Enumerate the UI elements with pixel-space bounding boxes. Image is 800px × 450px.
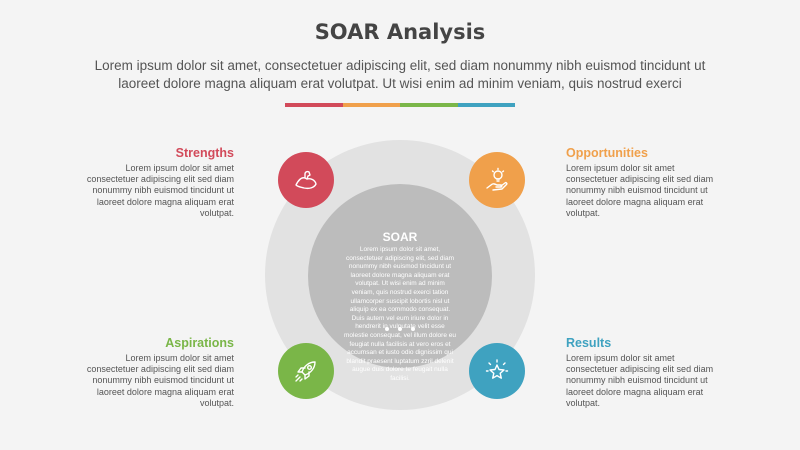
- ellipsis-dots: [385, 327, 415, 331]
- results-node: [469, 343, 525, 399]
- opportunities-description: Lorem ipsum dolor sit amet consectetuer …: [566, 163, 714, 218]
- strengths-heading: Strengths: [175, 146, 234, 160]
- divider-segment: [285, 103, 343, 107]
- inner-circle: [308, 184, 492, 368]
- divider-segment: [457, 103, 515, 107]
- hand-lightbulb-icon: [486, 167, 508, 191]
- results-description: Lorem ipsum dolor sit amet consectetuer …: [566, 353, 714, 408]
- aspirations-description: Lorem ipsum dolor sit amet consectetuer …: [86, 353, 234, 408]
- aspirations-node: [278, 343, 334, 399]
- color-divider: [285, 103, 515, 107]
- divider-segment: [342, 103, 400, 107]
- opportunities-heading: Opportunities: [566, 146, 648, 160]
- results-heading: Results: [566, 336, 612, 350]
- star-badge-icon: [485, 359, 509, 379]
- rocket-icon: [295, 361, 316, 382]
- subtitle-line-1: Lorem ipsum dolor sit amet, consectetuer…: [94, 58, 706, 73]
- page-subtitle: Lorem ipsum dolor sit amet, consectetuer…: [50, 57, 750, 93]
- strengths-node: [278, 152, 334, 208]
- strengths-description: Lorem ipsum dolor sit amet consectetuer …: [86, 163, 234, 218]
- aspirations-heading: Aspirations: [165, 336, 234, 350]
- opportunities-node: [469, 152, 525, 208]
- subtitle-line-2: laoreet dolore magna aliquam erat volutp…: [118, 76, 682, 91]
- page-title: SOAR Analysis: [314, 20, 486, 44]
- divider-segment: [400, 103, 458, 107]
- flexed-arm-icon: [295, 170, 317, 190]
- center-description: Lorem ipsum dolor sit amet, consectetuer…: [343, 246, 456, 382]
- center-title: SOAR: [382, 230, 418, 244]
